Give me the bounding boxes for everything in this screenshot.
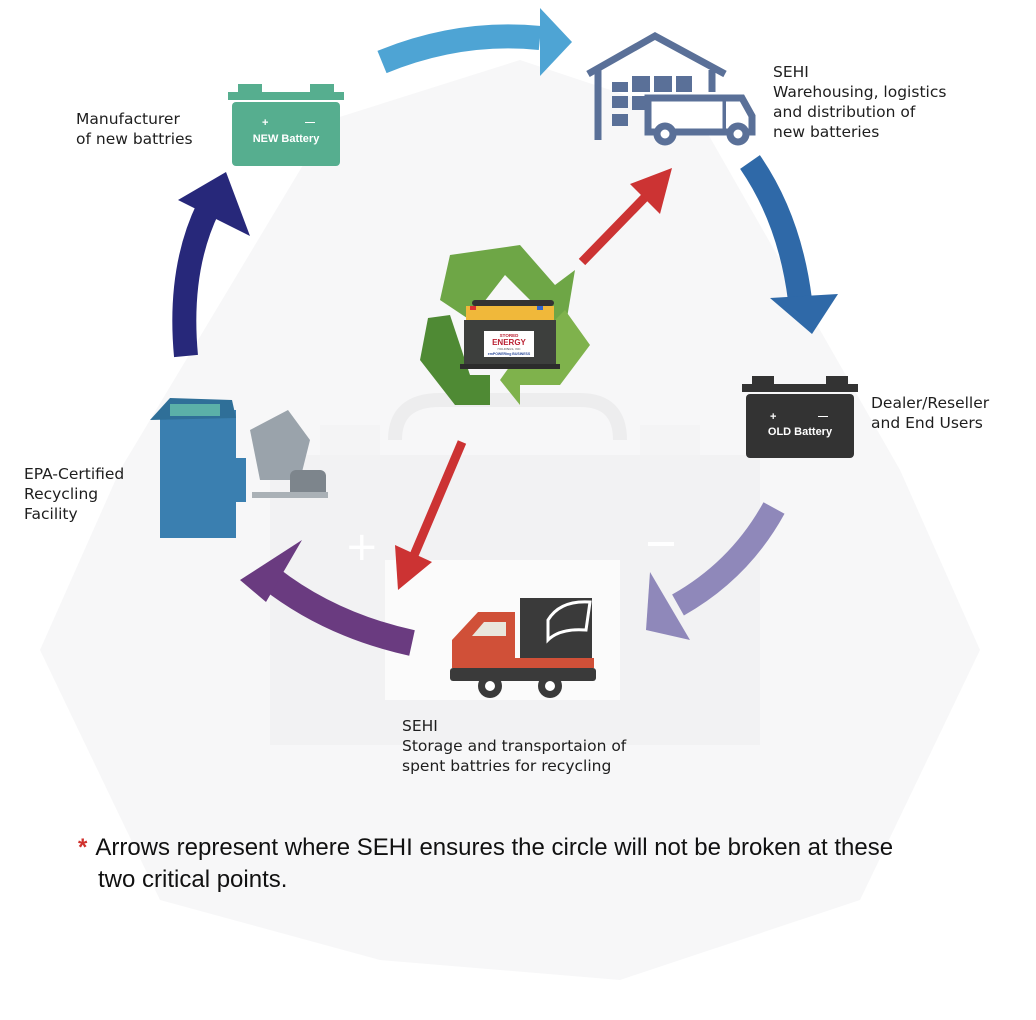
arrow-manufacturer-to-warehouse: [377, 8, 572, 76]
center-recycle-battery-icon: STORED ENERGY HOLDINGS, INC emPOWERing B…: [420, 245, 590, 405]
warehouse-label: SEHI Warehousing, logistics and distribu…: [773, 62, 946, 142]
minus-sign: —: [305, 117, 315, 128]
new-battery-icon: + — NEW Battery: [228, 84, 344, 166]
red-critical-arrow-to-transport: [395, 440, 467, 590]
label-line: Warehousing, logistics: [773, 83, 947, 101]
old-battery-icon: + — OLD Battery: [742, 376, 858, 458]
arrow-warehouse-to-dealer: [740, 155, 838, 334]
arrow-recycling-to-manufacturer: [172, 172, 250, 358]
label-line: of new battries: [76, 130, 193, 148]
label-line: SEHI: [773, 63, 809, 81]
logo-line2: ENERGY: [492, 338, 526, 347]
manufacturer-label: Manufacturer of new battries: [76, 109, 193, 149]
label-line: EPA-Certified: [24, 465, 125, 483]
label-line: Dealer/Reseller: [871, 394, 990, 412]
arrow-transport-to-recycling: [240, 540, 415, 656]
warehouse-truck-icon: [586, 31, 756, 146]
label-line: and End Users: [871, 414, 983, 432]
old-battery-label: OLD Battery: [768, 426, 833, 438]
label-line: spent battries for recycling: [402, 757, 612, 775]
dealer-label: Dealer/Reseller and End Users: [871, 393, 989, 433]
footnote-marker: *: [78, 834, 88, 861]
minus-sign: —: [818, 411, 828, 422]
recycling-label: EPA-Certified Recycling Facility: [24, 464, 124, 524]
red-critical-arrow-to-warehouse: [578, 168, 672, 266]
label-line: Storage and transportaion of: [402, 737, 627, 755]
label-line: new batteries: [773, 123, 880, 141]
plus-sign: +: [770, 411, 776, 423]
label-line: and distribution of: [773, 103, 916, 121]
svg-text:+: +: [345, 524, 379, 570]
recycling-machine-icon: [150, 398, 328, 538]
logo-line3: HOLDINGS, INC: [497, 347, 520, 351]
logo-tagline: emPOWERing BUSINESS: [488, 352, 531, 356]
plus-sign: +: [262, 117, 268, 129]
logo-line1: STORED: [500, 333, 519, 338]
footnote-line2: two critical points.: [98, 866, 288, 893]
footnote-line1: Arrows represent where SEHI ensures the …: [95, 834, 894, 861]
label-line: Recycling: [24, 485, 99, 503]
label-line: Manufacturer: [76, 110, 180, 128]
footnote: * Arrows represent where SEHI ensures the…: [78, 832, 893, 896]
arrow-dealer-to-transport: [646, 502, 785, 640]
transport-truck-icon: [450, 598, 596, 698]
transport-label: SEHI Storage and transportaion of spent …: [402, 716, 626, 776]
new-battery-label: NEW Battery: [253, 133, 321, 145]
label-line: SEHI: [402, 717, 438, 735]
label-line: Facility: [24, 505, 78, 523]
